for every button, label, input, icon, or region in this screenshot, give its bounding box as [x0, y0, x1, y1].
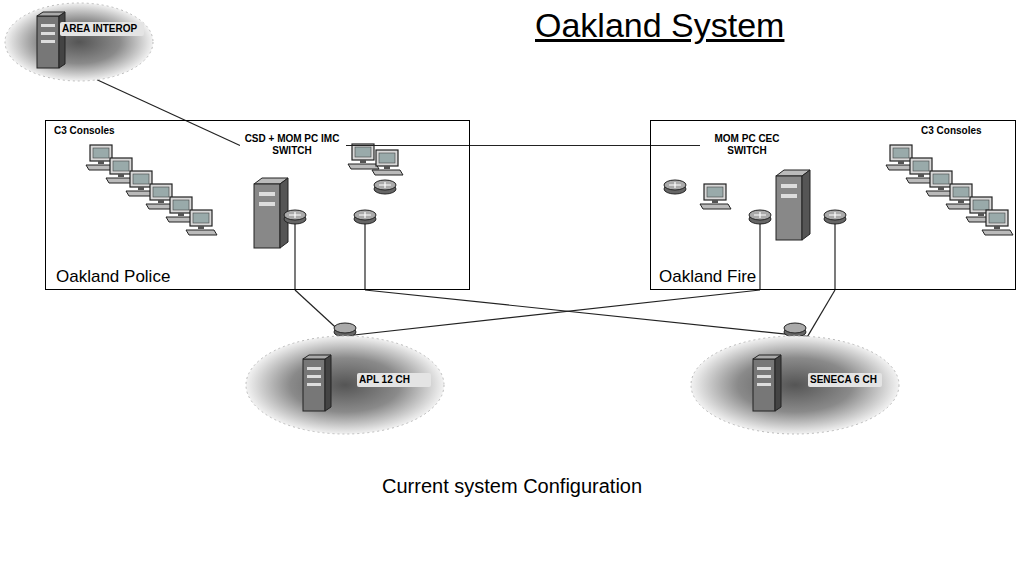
network-cloud: AREA INTEROP: [4, 2, 154, 82]
site-name: Oakland Police: [56, 267, 170, 287]
router-symbol: [334, 323, 356, 337]
device-label: CSD + MOM PC IMC SWITCH: [240, 132, 346, 159]
cloud-shape: [4, 2, 154, 82]
diagram-caption: Current system Configuration: [382, 475, 642, 498]
network-cloud: SENECA 6 CH: [690, 335, 900, 435]
network-link: [345, 290, 760, 336]
network-link: [346, 145, 700, 146]
cloud-label: AREA INTEROP: [60, 22, 144, 36]
diagram-title: Oakland System: [535, 6, 784, 45]
device-label: MOM PC CEC SWITCH: [700, 132, 796, 159]
router-symbol: [784, 323, 806, 337]
group-label: C3 Consoles: [921, 125, 982, 136]
cloud-label: SENECA 6 CH: [808, 373, 882, 387]
network-link: [97, 80, 240, 146]
site-name: Oakland Fire: [659, 267, 756, 287]
network-link: [365, 290, 808, 336]
cloud-label: APL 12 CH: [357, 373, 431, 387]
network-link: [808, 290, 835, 336]
site-box: Oakland Fire MOM PC CEC SWITCH C3 Consoles: [650, 120, 1016, 290]
device-name: MOM PC CEC SWITCH: [700, 132, 794, 157]
site-box: Oakland Police CSD + MOM PC IMC SWITCH C3 …: [45, 120, 470, 290]
group-label: C3 Consoles: [54, 125, 115, 136]
network-cloud: APL 12 CH: [245, 335, 445, 435]
device-name: CSD + MOM PC IMC SWITCH: [240, 132, 344, 157]
